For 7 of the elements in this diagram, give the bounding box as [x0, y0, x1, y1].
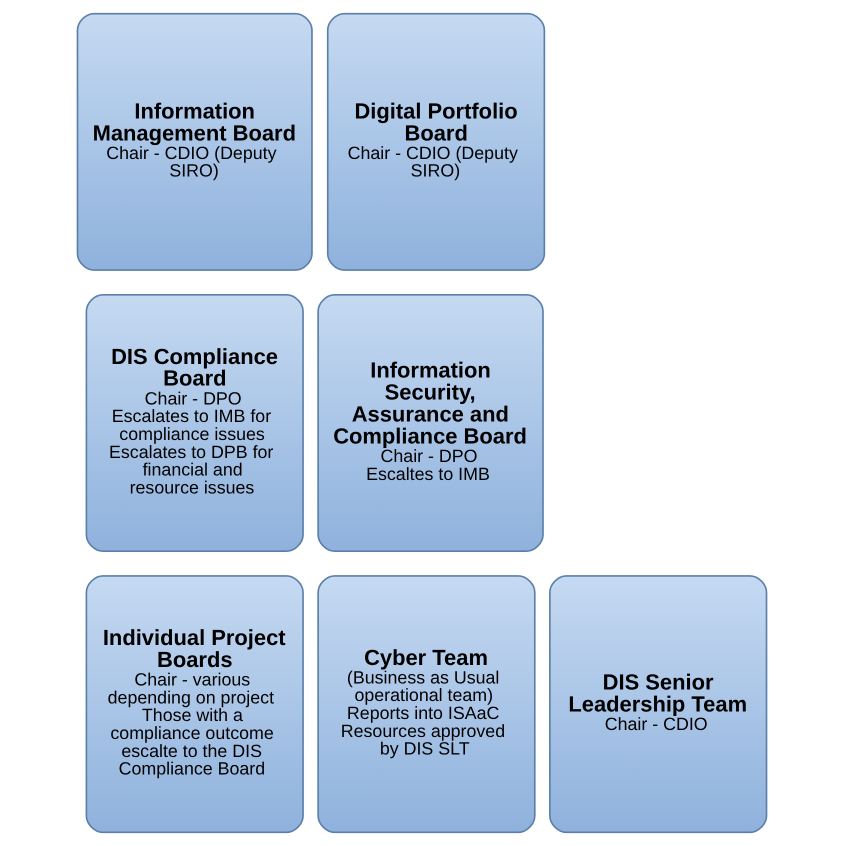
node-box: Individual Project Boards Chair - various depending on project Those with a compliance outcome escalte to the DIS Compliance Board — [85, 575, 304, 834]
node-box: Cyber Team (Business as Usual operational team) Reports into ISAaC Resources approved by DIS SLT — [316, 575, 536, 834]
node-box: Information Management Board Chair - CDIO (Deputy SIRO) — [76, 12, 312, 271]
node-box: Information Security, Assurance and Compliance Board Chair - DPO Escaltes to IMB — [316, 294, 544, 552]
node-box: DIS Compliance Board Chair - DPO Escalates to IMB for compliance issues Escalates to DPB for financial and resource issues — [85, 294, 304, 552]
node-box: Digital Portfolio Board Chair - CDIO (Deputy SIRO) — [326, 12, 545, 271]
node-box: DIS Senior Leadership Team Chair - CDIO — [548, 575, 767, 834]
